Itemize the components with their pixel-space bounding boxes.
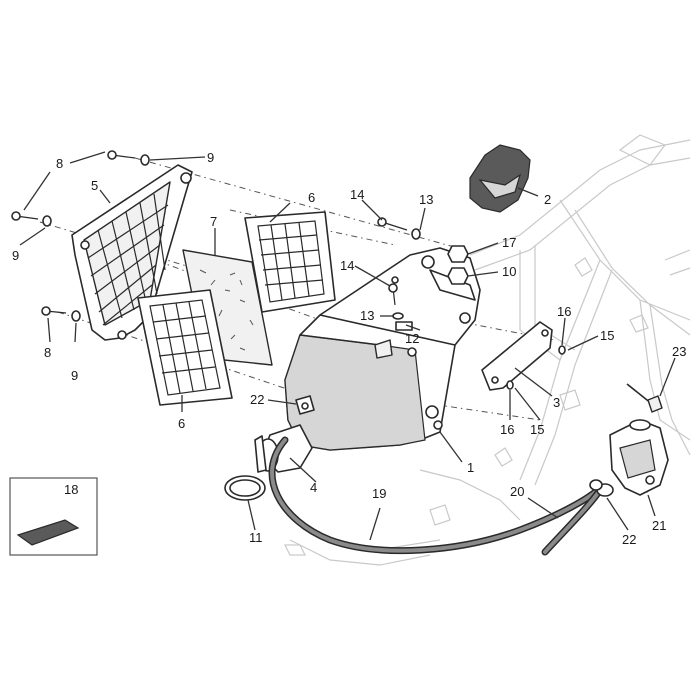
- callout-12: 12: [405, 331, 419, 346]
- leader-lines: [19, 151, 676, 541]
- washer-part-16-right: [558, 345, 566, 355]
- filter-grid-part-6-front: [137, 289, 233, 406]
- breather-hose-part-19: [268, 436, 604, 555]
- callout-13-mid: 13: [360, 308, 374, 323]
- inset-box-part-18: [9, 477, 98, 556]
- bracket-part-3: [481, 321, 553, 391]
- callout-11: 11: [249, 530, 263, 545]
- callout-13-top: 13: [419, 192, 433, 207]
- callout-6-rear: 6: [308, 190, 315, 205]
- callout-16-right: 16: [557, 304, 571, 319]
- callout-15-right: 15: [600, 328, 614, 343]
- clip-part-12: [395, 321, 413, 331]
- callout-14-top: 14: [350, 187, 364, 202]
- callout-10: 10: [502, 264, 516, 279]
- callout-4: 4: [310, 480, 317, 495]
- callout-22-top: 22: [250, 392, 264, 407]
- intake-duct-part-4: [254, 424, 313, 473]
- fitting-part-22-bottom: [589, 479, 614, 497]
- bolt-part-14-top: [377, 217, 408, 231]
- filter-grid-part-6-rear: [244, 211, 336, 313]
- callout-17: 17: [502, 235, 516, 250]
- washer-part-16-lower: [506, 380, 514, 390]
- bolt-part-8-top: [107, 150, 136, 160]
- callout-3: 3: [553, 395, 560, 410]
- washer-part-9-lower: [71, 310, 81, 322]
- callout-1: 1: [467, 460, 474, 475]
- callout-22-bottom: 22: [622, 532, 636, 547]
- callout-15-lower: 15: [530, 422, 544, 437]
- hose-clamp-part-11: [224, 475, 266, 501]
- bolt-part-8-left: [11, 211, 39, 221]
- callout-5: 5: [91, 178, 98, 193]
- callout-16-lower: 16: [500, 422, 514, 437]
- callout-8-top: 8: [56, 156, 63, 171]
- grille-frame-part-5: [71, 164, 193, 341]
- callout-18: 18: [64, 482, 78, 497]
- callout-14-mid: 14: [340, 258, 354, 273]
- nut-part-17: [447, 245, 469, 263]
- breather-housing-part-21: [609, 419, 669, 496]
- callout-9-top: 9: [207, 150, 214, 165]
- nut-part-10: [447, 267, 469, 285]
- callout-21: 21: [652, 518, 666, 533]
- bolt-part-8-lower: [41, 306, 67, 316]
- callouts: 1 2 3 4 5 6 6 7 8 8 9 9 9 10 11 12 13 13…: [12, 150, 686, 547]
- callout-9-left: 9: [12, 248, 19, 263]
- washer-part-9-top: [140, 154, 150, 166]
- callout-20: 20: [510, 484, 524, 499]
- callout-23: 23: [672, 344, 686, 359]
- bolt-part-23: [626, 383, 663, 413]
- rubber-boot-part-2: [469, 144, 531, 213]
- fitting-part-22-top: [295, 395, 315, 415]
- washer-part-9-left: [42, 215, 52, 227]
- airbox-housing-part-1: [284, 247, 481, 451]
- drain-hose-part-20: [541, 486, 604, 556]
- callout-9-lower: 9: [71, 368, 78, 383]
- bolt-part-14-mid: [388, 283, 398, 306]
- callout-19: 19: [372, 486, 386, 501]
- callout-7: 7: [210, 214, 217, 229]
- callout-6-front: 6: [178, 416, 185, 431]
- callout-8-lower: 8: [44, 345, 51, 360]
- callout-2: 2: [544, 192, 551, 207]
- washer-part-13-top: [411, 228, 421, 240]
- washer-part-13-mid: [392, 312, 404, 320]
